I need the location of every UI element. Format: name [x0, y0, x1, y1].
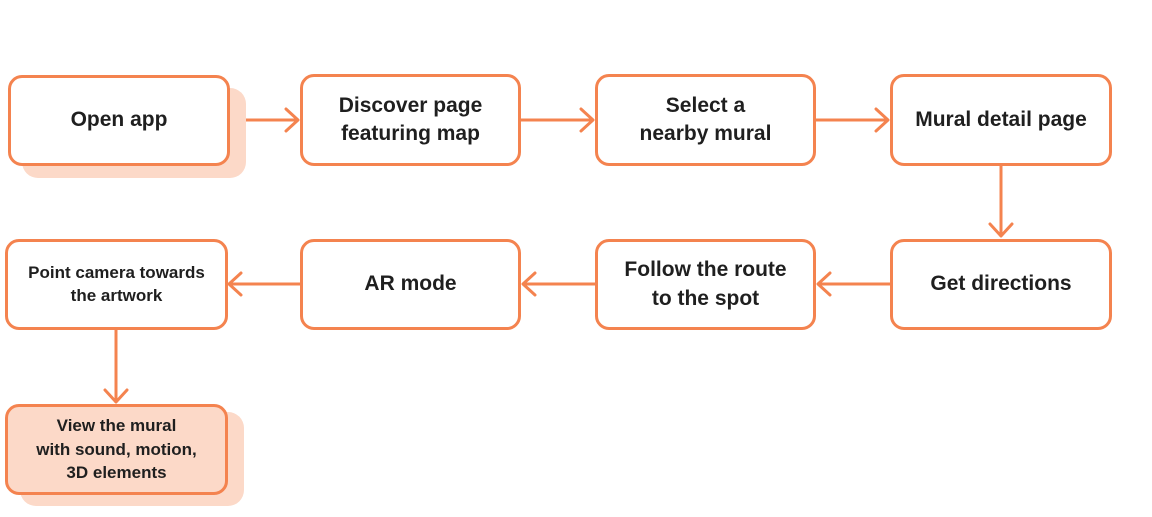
- step-ar-mode: AR mode: [300, 239, 521, 330]
- step-discover-page: Discover page featuring map: [300, 74, 521, 166]
- step-follow-route-label: Follow the route to the spot: [624, 258, 787, 310]
- step-ar-mode-label: AR mode: [364, 272, 457, 296]
- step-open-app-label: Open app: [70, 108, 168, 132]
- step-point-camera: Point camera towards the artwork: [5, 239, 228, 330]
- arrow-directions-to-follow: [816, 271, 893, 297]
- step-discover-page-label: Discover page featuring map: [338, 93, 483, 145]
- arrow-follow-to-ar: [521, 271, 598, 297]
- arrow-discover-to-select: [518, 107, 595, 133]
- step-get-directions: Get directions: [890, 239, 1112, 330]
- step-select-mural: Select a nearby mural: [595, 74, 816, 166]
- step-mural-detail-label: Mural detail page: [915, 107, 1087, 131]
- step-view-mural: View the mural with sound, motion, 3D el…: [5, 404, 228, 495]
- arrow-select-to-detail: [813, 107, 890, 133]
- step-get-directions-label: Get directions: [930, 272, 1072, 296]
- step-follow-route: Follow the route to the spot: [595, 239, 816, 330]
- arrow-ar-to-point: [227, 271, 302, 297]
- arrow-point-to-view: [103, 327, 129, 404]
- step-view-mural-label: View the mural with sound, motion, 3D el…: [36, 415, 197, 483]
- step-select-mural-label: Select a nearby mural: [639, 93, 772, 145]
- arrow-detail-to-directions: [988, 163, 1014, 238]
- step-mural-detail: Mural detail page: [890, 74, 1112, 166]
- step-point-camera-label: Point camera towards the artwork: [28, 262, 205, 305]
- step-open-app: Open app: [8, 75, 230, 166]
